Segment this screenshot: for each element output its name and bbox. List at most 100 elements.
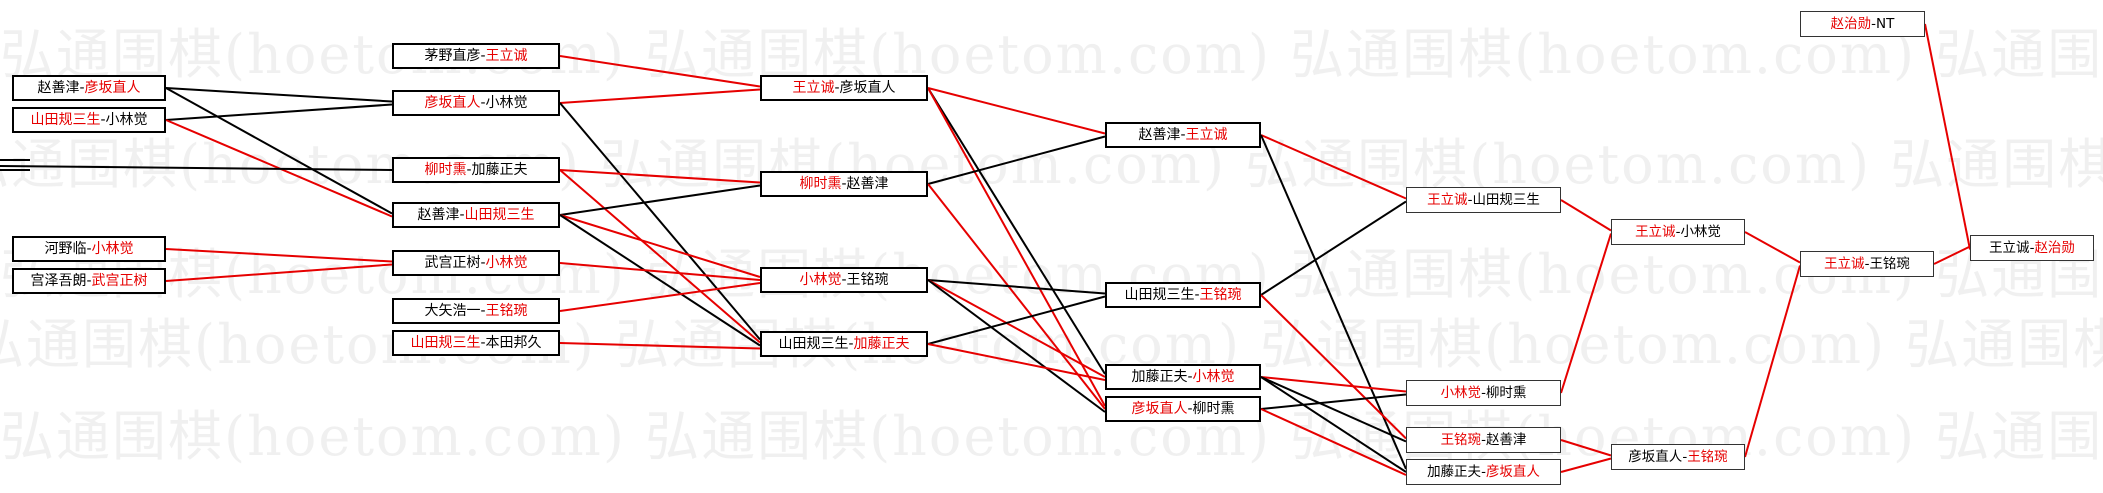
player-name: 加藤正夫 [471,162,528,178]
loser-path-line [165,87,393,215]
winner-path-line [559,214,761,278]
player-name: 加藤正夫 [853,336,910,352]
vs-separator: - [480,335,486,351]
vs-separator: - [79,80,85,96]
player-name: 小林觉 [91,241,134,257]
vs-separator: - [480,255,486,271]
winner-path-line [1260,408,1407,476]
winner-path-line [927,343,1106,381]
player-name: 王铭琬 [1869,256,1910,272]
vs-separator: - [1187,369,1193,385]
player-name: 赵善津 [1485,432,1527,448]
match-box: 宫泽吾朗-武宫正树 [12,268,166,294]
loser-path-line [927,279,1106,295]
match-box: 茅野直彦-王立诚 [392,43,560,69]
winner-path-line [1260,376,1407,393]
player-name: 小林觉 [105,112,148,128]
player-name: 加藤正夫 [1131,369,1188,385]
player-name: 王立诚 [1989,240,2030,256]
player-name: 柳时熏 [424,162,467,178]
player-name: 本田邦久 [485,335,542,351]
vs-separator: - [480,303,486,319]
player-name: 彦坂直人 [839,80,896,96]
match-box: 王立诚-王铭琬 [1800,251,1934,277]
player-name: 小林觉 [485,255,528,271]
match-box: 赵善津-彦坂直人 [12,75,166,101]
vs-separator: - [459,207,465,223]
loser-path-line [927,87,1106,375]
winner-path-line [1560,457,1612,473]
match-box: 加藤正夫-彦坂直人 [1406,459,1561,485]
winner-path-line [927,87,1106,135]
winner-path-line [165,248,393,263]
winner-path-line [559,342,761,350]
vs-separator: - [1481,432,1486,448]
player-name: 小林觉 [1440,385,1482,401]
player-name: 彦坂直人 [1628,449,1683,465]
vs-separator: - [1467,192,1473,208]
player-name: 赵善津 [846,176,889,192]
vs-separator: - [1481,385,1486,401]
player-name: 彦坂直人 [424,95,481,111]
winner-path-line [1560,233,1612,394]
loser-path-line [559,102,761,341]
match-box: 小林觉-王铭琬 [760,267,928,293]
winner-path-line [1924,23,1971,250]
vs-separator: - [86,273,92,289]
loser-path-line [1260,376,1407,473]
vs-separator: - [834,80,840,96]
match-box: 山田规三生-本田邦久 [392,330,560,356]
match-box: 赵善津-山田规三生 [392,202,560,228]
winner-path-line [1260,294,1407,440]
player-name: 加藤正夫 [1427,464,1482,480]
winner-path-line [165,263,393,282]
player-name: 王立诚 [485,48,528,64]
player-name: 茅野直彦 [424,48,481,64]
match-box: 柳时熏-赵善津 [760,171,928,197]
match-box: 赵治勋-NT [1800,11,1925,37]
player-name: 王铭琬 [1199,287,1242,303]
match-box: 王立诚-赵治勋 [1970,235,2094,261]
player-name: 彦坂直人 [1131,401,1188,417]
vs-separator: - [1682,449,1688,465]
match-box: 王立诚-山田规三生 [1406,187,1561,213]
player-name: 山田规三生 [1472,192,1540,208]
player-name: 小林觉 [1680,224,1721,240]
match-box: 小林觉-柳时熏 [1406,380,1561,406]
player-name: 赵善津 [417,207,460,223]
vs-separator: - [480,95,486,111]
winner-path-line [1744,265,1801,458]
match-box: 大矢浩一-王铭琬 [392,298,560,324]
match-box: 河野临-小林觉 [12,236,166,262]
vs-separator: - [2029,240,2035,256]
loser-path-line [0,165,393,171]
player-name: NT [1876,16,1895,32]
loser-path-line [559,214,761,347]
vs-separator: - [841,272,847,288]
player-name: 王铭琬 [846,272,889,288]
player-name: 柳时熏 [799,176,842,192]
match-box: 加藤正夫-小林觉 [1105,364,1261,390]
loser-path-line [1260,376,1407,443]
player-name: 赵治勋 [1830,16,1872,32]
winner-path-line [559,169,761,184]
player-name: 宫泽吾朗 [30,273,87,289]
player-name: 王铭琬 [1440,432,1482,448]
vs-separator: - [1675,224,1681,240]
winner-path-line [1933,245,1971,265]
player-name: 王铭琬 [1687,449,1728,465]
player-name: 大矢浩一 [424,303,481,319]
player-name: 山田规三生 [1124,287,1195,303]
match-box: 山田规三生-王铭琬 [1105,282,1261,308]
player-name: 王立诚 [792,80,835,96]
player-name: 王立诚 [1185,127,1228,143]
winner-path-line [1560,439,1612,457]
loser-path-line [927,295,1106,345]
loser-path-line [165,87,393,103]
player-name: 小林觉 [799,272,842,288]
loser-path-line [1260,393,1407,410]
player-name: 武宫正树 [91,273,148,289]
vs-separator: - [1194,287,1200,303]
